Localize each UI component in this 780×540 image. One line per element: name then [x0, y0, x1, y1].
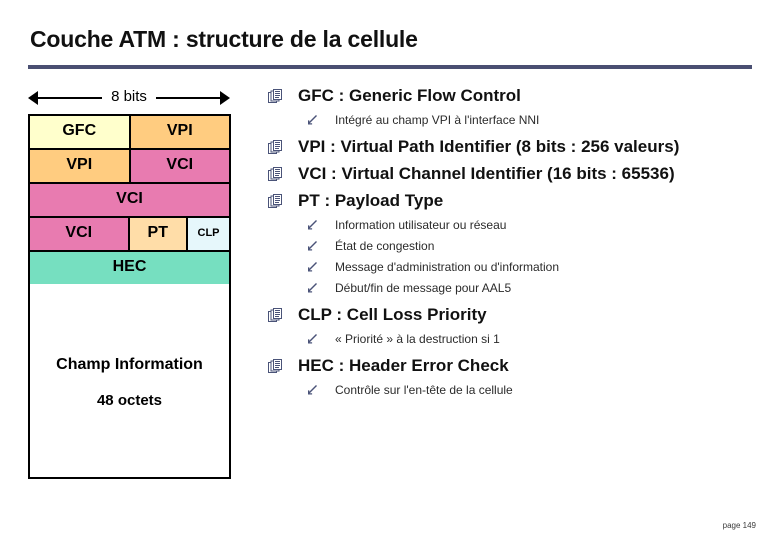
- definition-detail-label: Début/fin de message pour AAL5: [335, 281, 512, 295]
- page-title: Couche ATM : structure de la cellule: [30, 26, 418, 52]
- payload-subtitle: 48 octets: [96, 392, 163, 409]
- cell-field-hec: HEC: [30, 252, 229, 284]
- arrow-down-left-bullet-icon: [306, 384, 318, 396]
- definition-group: VCI : Virtual Channel Identifier (16 bit…: [268, 164, 768, 184]
- cell-row: VCI: [30, 182, 229, 216]
- cell-field-vci: VCI: [30, 184, 229, 216]
- definition-term-label: CLP : Cell Loss Priority: [298, 305, 487, 324]
- arrow-head-right-icon: [220, 91, 230, 105]
- arrow-down-left-bullet-icon: [306, 333, 318, 345]
- definition-term-label: PT : Payload Type: [298, 191, 444, 210]
- pages-bullet-icon: [268, 359, 284, 375]
- definition-detail-label: Message d'administration ou d'informatio…: [335, 260, 560, 274]
- definition-detail: Information utilisateur ou réseau: [268, 218, 768, 232]
- definition-term: VCI : Virtual Channel Identifier (16 bit…: [268, 164, 768, 184]
- definition-detail-label: Information utilisateur ou réseau: [335, 218, 507, 232]
- title-divider: [28, 65, 752, 69]
- definition-term: VPI : Virtual Path Identifier (8 bits : …: [268, 137, 768, 157]
- definition-term: HEC : Header Error Check: [268, 356, 768, 376]
- arrow-down-left-bullet-icon: [306, 282, 318, 294]
- page-number: page 149: [722, 521, 756, 530]
- definition-term-label: VCI : Virtual Channel Identifier (16 bit…: [298, 164, 675, 183]
- arrow-down-left-bullet-icon: [306, 114, 318, 126]
- definition-term-label: GFC : Generic Flow Control: [298, 86, 521, 105]
- definition-group: CLP : Cell Loss Priority « Priorité » à l…: [268, 305, 768, 346]
- width-annotation-label: 8 bits: [28, 85, 230, 109]
- cell-field-gfc: GFC: [30, 116, 129, 148]
- width-annotation-8-bits: 8 bits: [28, 86, 230, 110]
- definition-term: PT : Payload Type: [268, 191, 768, 211]
- definition-detail: Début/fin de message pour AAL5: [268, 281, 768, 295]
- definition-term-label: HEC : Header Error Check: [298, 356, 509, 375]
- definition-term-label: VPI : Virtual Path Identifier (8 bits : …: [298, 137, 680, 156]
- definition-detail-label: Intégré au champ VPI à l'interface NNI: [335, 113, 540, 127]
- cell-field-vpi: VPI: [30, 150, 129, 182]
- definition-term: GFC : Generic Flow Control: [268, 86, 768, 106]
- cell-field-vci: VCI: [30, 218, 128, 250]
- definition-detail: Intégré au champ VPI à l'interface NNI: [268, 113, 768, 127]
- cell-field-pt: PT: [127, 218, 187, 250]
- definition-group: VPI : Virtual Path Identifier (8 bits : …: [268, 137, 768, 157]
- definition-detail: État de congestion: [268, 239, 768, 253]
- cell-field-vci: VCI: [128, 150, 229, 182]
- payload-title: Champ Information: [56, 356, 203, 373]
- pages-bullet-icon: [268, 140, 284, 156]
- arrow-down-left-bullet-icon: [306, 240, 318, 252]
- cell-payload-block: Champ Information 48 octets: [30, 284, 229, 477]
- definition-detail: « Priorité » à la destruction si 1: [268, 332, 768, 346]
- pages-bullet-icon: [268, 308, 284, 324]
- cell-field-vpi: VPI: [128, 116, 229, 148]
- definition-detail: Contrôle sur l'en-tête de la cellule: [268, 383, 768, 397]
- arrow-down-left-bullet-icon: [306, 219, 318, 231]
- pages-bullet-icon: [268, 167, 284, 183]
- pages-bullet-icon: [268, 194, 284, 210]
- definition-detail-label: État de congestion: [335, 239, 435, 253]
- arrow-down-left-bullet-icon: [306, 261, 318, 273]
- definition-detail-label: « Priorité » à la destruction si 1: [335, 332, 500, 346]
- cell-field-clp: CLP: [186, 218, 229, 250]
- pages-bullet-icon: [268, 89, 284, 105]
- definition-term: CLP : Cell Loss Priority: [268, 305, 768, 325]
- definition-detail-label: Contrôle sur l'en-tête de la cellule: [335, 383, 513, 397]
- cell-row: HEC: [30, 250, 229, 284]
- definition-detail: Message d'administration ou d'informatio…: [268, 260, 768, 274]
